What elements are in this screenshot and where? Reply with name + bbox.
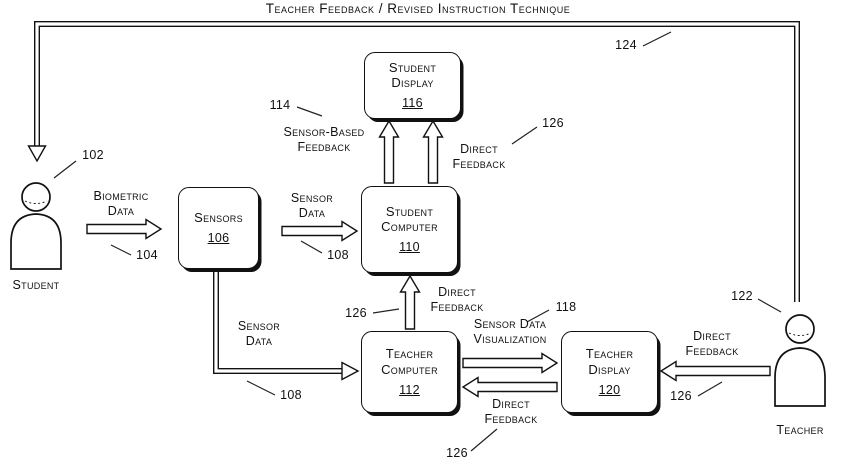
leader-104 — [110, 244, 132, 256]
ref-126-teacher: 126 — [670, 389, 692, 403]
biometric-data-label: Biometric Data — [93, 189, 149, 219]
teacher-computer-box-label: Teacher Computer — [381, 346, 438, 377]
sensor-data-visualization-label: Sensor Data Visualization — [473, 317, 547, 347]
student-display-box-label: Student Display — [388, 59, 437, 91]
student-display-box: Student Display 116 — [364, 52, 461, 119]
loop-arrowhead-icon — [27, 145, 47, 163]
teacher-display-box: Teacher Display 120 — [561, 331, 658, 413]
sensor-data-2-label: Sensor Data — [237, 319, 281, 349]
leader-126c — [372, 308, 400, 314]
ref-124: 124 — [615, 38, 637, 52]
student-computer-box: Student Computer 110 — [361, 186, 458, 273]
teacher-label: Teacher — [776, 423, 824, 437]
direct-feedback-teacher-label: Direct Feedback — [685, 329, 739, 359]
direct-feedback-studentcomp-label: Direct Feedback — [430, 285, 484, 315]
student-computer-box-label: Student Computer — [381, 203, 438, 235]
student-label: Student — [12, 278, 60, 292]
leader-124 — [642, 31, 672, 47]
direct-feedback-studentcomp-arrow — [399, 274, 421, 330]
diagram-title: Teacher Feedback / Revised Instruction T… — [265, 1, 571, 16]
teacher-feedback-loop-arrow — [27, 21, 800, 302]
direct-feedback-teachercomp-arrow — [461, 376, 558, 398]
teacher-display-box-ref: 120 — [598, 382, 621, 397]
direct-feedback-display-label: Direct Feedback — [452, 142, 506, 172]
leader-102 — [53, 160, 77, 179]
ref-126-display: 126 — [542, 116, 564, 130]
sensors-box: Sensors 106 — [178, 187, 259, 269]
ref-108-sensor-data-2: 108 — [280, 388, 302, 402]
leader-114 — [296, 106, 323, 117]
ref-118: 118 — [555, 300, 577, 314]
biometric-data-arrow — [86, 218, 163, 240]
sensors-box-ref: 106 — [207, 230, 230, 245]
direct-feedback-teachercomp-label: Direct Feedback — [484, 397, 538, 427]
direct-feedback-teacher-arrow — [659, 360, 771, 382]
teacher-computer-box: Teacher Computer 112 — [361, 331, 458, 413]
sensor-data-1-label: Sensor Data — [290, 191, 334, 221]
student-display-box-ref: 116 — [402, 96, 423, 111]
ref-114: 114 — [269, 98, 291, 112]
ref-122: 122 — [731, 289, 753, 303]
ref-102: 102 — [82, 148, 104, 162]
ref-108-sensor-data: 108 — [327, 248, 349, 262]
leader-126bottom — [470, 428, 498, 452]
leader-108a — [300, 240, 323, 254]
sensor-data-down-arrow — [213, 267, 360, 381]
sensor-data-visualization-arrow — [462, 352, 559, 374]
leader-118 — [526, 309, 550, 323]
ref-104: 104 — [136, 248, 158, 262]
ref-126-studentcomp: 126 — [345, 306, 367, 320]
ref-126-teachercomp: 126 — [446, 446, 468, 460]
teacher-computer-box-ref: 112 — [399, 382, 420, 397]
sensor-based-feedback-arrow — [378, 119, 400, 184]
teacher-icon — [774, 314, 826, 407]
leader-126b — [511, 126, 538, 145]
student-computer-box-ref: 110 — [399, 240, 420, 255]
direct-feedback-display-arrow — [422, 119, 444, 184]
sensor-data-arrow — [281, 220, 359, 242]
teacher-display-box-label: Teacher Display — [585, 346, 634, 377]
sensor-data-arrowhead-icon — [341, 361, 360, 381]
leader-lines — [53, 31, 782, 452]
sensors-box-label: Sensors — [194, 209, 243, 225]
leader-122 — [757, 298, 782, 313]
sensor-based-feedback-label: Sensor-Based Feedback — [283, 125, 365, 155]
student-icon — [10, 182, 62, 270]
leader-126teacher — [697, 381, 723, 397]
leader-108b — [246, 380, 276, 396]
